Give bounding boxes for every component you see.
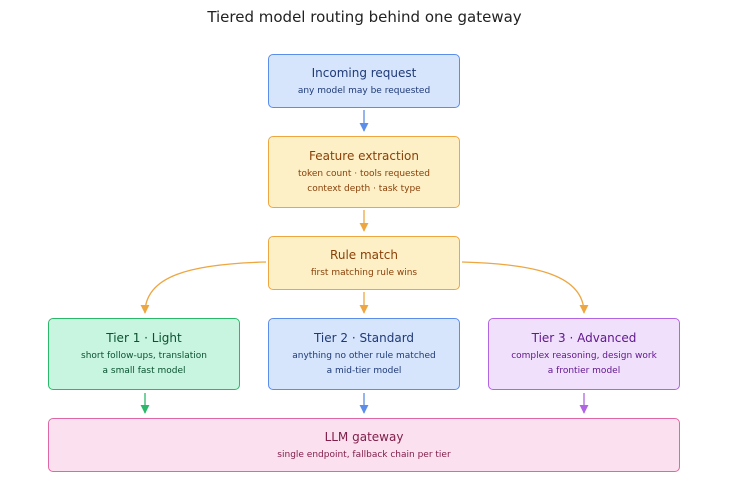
rule-match-title: Rule match	[330, 248, 398, 262]
rule-match-detail: first matching rule wins	[310, 268, 418, 278]
llm-gateway-node: LLM gateway single endpoint, fallback ch…	[48, 418, 680, 472]
tier-2-detail-2: a mid-tier model	[326, 366, 402, 376]
tier-2-node: Tier 2 · Standard anything no other rule…	[268, 318, 460, 390]
arrow-rule-to-tier3	[461, 261, 589, 314]
llm-gateway-detail: single endpoint, fallback chain per tier	[277, 450, 451, 460]
tier-1-detail-2: a small fast model	[102, 366, 186, 376]
arrow-rule-to-tier1	[140, 261, 267, 314]
feature-extraction-detail-2: context depth · task type	[307, 184, 421, 194]
tier-1-title: Tier 1 · Light	[106, 331, 182, 345]
llm-gateway-title: LLM gateway	[324, 430, 404, 444]
tier-2-title: Tier 2 · Standard	[313, 331, 415, 345]
feature-extraction-title: Feature extraction	[308, 149, 419, 163]
feature-extraction-node: Feature extraction token count · tools r…	[268, 136, 460, 208]
incoming-request-detail: any model may be requested	[297, 86, 431, 96]
tier-3-detail-2: a frontier model	[547, 366, 621, 376]
incoming-request-title: Incoming request	[311, 66, 417, 80]
rule-match-node: Rule match first matching rule wins	[268, 236, 460, 290]
diagram-title: Tiered model routing behind one gateway	[207, 8, 522, 26]
feature-extraction-detail-1: token count · tools requested	[297, 169, 431, 179]
tier-1-detail-1: short follow-ups, translation	[81, 351, 207, 361]
tier-1-node: Tier 1 · Light short follow-ups, transla…	[48, 318, 240, 390]
tier-3-node: Tier 3 · Advanced complex reasoning, des…	[488, 318, 680, 390]
incoming-request-node: Incoming request any model may be reques…	[268, 54, 460, 108]
tier-2-detail-1: anything no other rule matched	[292, 351, 436, 361]
tier-3-title: Tier 3 · Advanced	[531, 331, 637, 345]
tier-3-detail-1: complex reasoning, design work	[511, 351, 657, 361]
